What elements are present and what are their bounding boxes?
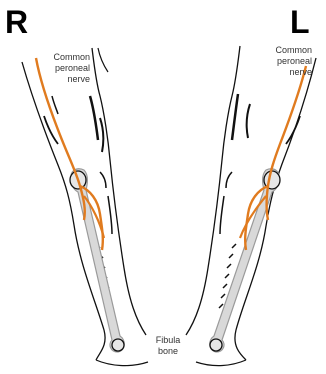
- bone-label-line: bone: [148, 346, 188, 357]
- right-nerve-label-line: peroneal: [34, 63, 90, 74]
- left-nerve-label-line: nerve: [256, 67, 312, 78]
- right-nerve-label: Common peroneal nerve: [34, 52, 90, 85]
- right-nerve-label-line: Common: [34, 52, 90, 63]
- right-nerve-label-line: nerve: [34, 74, 90, 85]
- fibula-bone-label: Fibula bone: [148, 335, 188, 357]
- left-nerve-label-line: Common: [256, 45, 312, 56]
- left-fibula-bone: [210, 169, 279, 352]
- bone-label-line: Fibula: [148, 335, 188, 346]
- left-leg-outline: [235, 58, 316, 360]
- right-leg-outline-inner: [92, 48, 146, 335]
- left-nerve-label-line: peroneal: [256, 56, 312, 67]
- left-nerve-label: Common peroneal nerve: [256, 45, 312, 78]
- left-leg: [186, 46, 316, 366]
- right-fibula-bone: [71, 169, 124, 352]
- right-leg: [22, 48, 148, 366]
